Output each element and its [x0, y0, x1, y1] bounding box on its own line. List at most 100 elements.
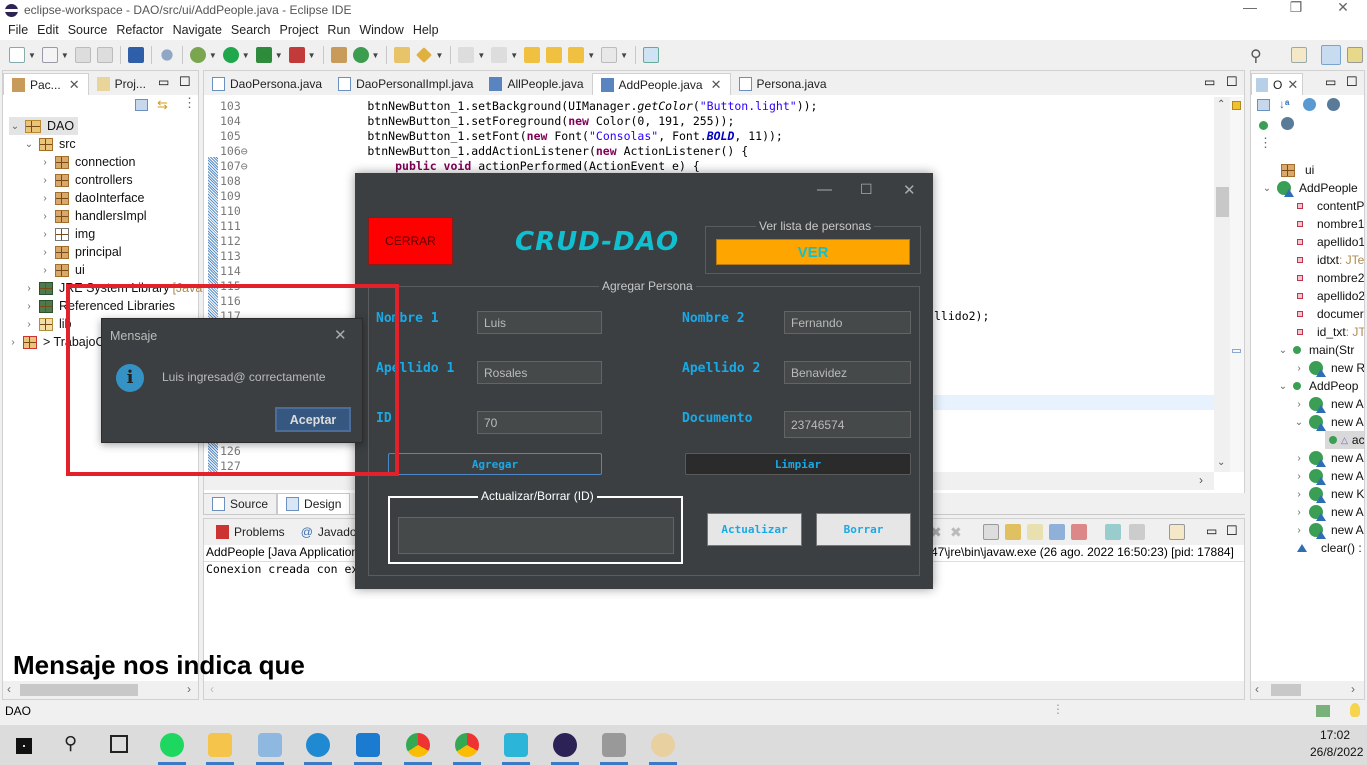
outline-item[interactable]: contentP	[1297, 197, 1364, 215]
vertical-scrollbar[interactable]: ⌃ ⌄	[1214, 97, 1230, 472]
cerrar-button[interactable]: CERRAR	[368, 217, 453, 265]
back-icon[interactable]	[568, 47, 585, 63]
close-tab-icon[interactable]: ✕	[68, 76, 80, 92]
search-taskbar-icon[interactable]: ⚲	[64, 733, 78, 753]
occurrence-marker[interactable]	[1232, 349, 1241, 353]
tab-outline[interactable]: O ✕	[1251, 73, 1304, 95]
outline-item[interactable]: clear() : v	[1297, 539, 1364, 557]
menu-refactor[interactable]: Refactor	[116, 23, 164, 37]
prev-annotation-icon[interactable]	[491, 47, 508, 63]
menu-help[interactable]: Help	[412, 23, 439, 37]
tab-persona[interactable]: Persona.java	[731, 73, 835, 95]
show-stderr-icon[interactable]	[1071, 524, 1087, 540]
scroll-lock-icon[interactable]	[1005, 524, 1021, 540]
menu-search[interactable]: Search	[230, 23, 271, 37]
close-window-button[interactable]: ✕	[1337, 0, 1349, 15]
dialog-close-button[interactable]: ✕	[334, 327, 347, 344]
hide-local-types-icon[interactable]	[1281, 117, 1294, 130]
menu-window[interactable]: Window	[359, 23, 404, 37]
chrome-profile-icon[interactable]	[455, 733, 479, 757]
scrollbar-thumb[interactable]	[1216, 187, 1229, 217]
tab-daopersona[interactable]: DaoPersona.java	[204, 73, 330, 95]
new-file-icon[interactable]	[41, 47, 58, 63]
eclipse-taskbar-icon[interactable]	[553, 733, 577, 757]
paint-icon[interactable]	[651, 733, 675, 757]
hide-fields-icon[interactable]	[1303, 98, 1316, 111]
open-console-icon[interactable]	[1169, 524, 1185, 540]
view-menu-icon[interactable]: ⋮	[183, 95, 196, 110]
task-view-icon[interactable]	[110, 735, 128, 753]
horizontal-scrollbar[interactable]: ‹ ›	[3, 681, 198, 699]
run-icon[interactable]	[222, 47, 239, 63]
new-class-icon[interactable]	[352, 47, 369, 63]
outline-item[interactable]: ›new R	[1297, 361, 1365, 377]
ver-button[interactable]: VER	[716, 239, 910, 265]
minimize-button[interactable]: —	[1243, 0, 1257, 15]
outline-item[interactable]: nombre2	[1297, 269, 1364, 287]
clear-console-icon[interactable]	[983, 524, 999, 540]
new-icon[interactable]	[9, 47, 25, 63]
tree-item-principal[interactable]: › principal	[39, 243, 121, 261]
limpiar-button[interactable]: Limpiar	[685, 453, 911, 475]
save-all-icon[interactable]	[96, 47, 113, 63]
forward-edit-icon[interactable]	[546, 47, 563, 63]
save-icon[interactable]	[74, 47, 91, 63]
search-tool-icon[interactable]	[416, 47, 433, 63]
open-type-icon[interactable]	[394, 47, 411, 63]
display-console-icon[interactable]	[1129, 524, 1145, 540]
apellido1-input[interactable]: Rosales	[477, 361, 602, 384]
java-perspective-icon[interactable]	[1321, 45, 1341, 65]
outline-item[interactable]: id_txt : JT	[1297, 323, 1364, 341]
last-edit-icon[interactable]	[524, 47, 541, 63]
agregar-button[interactable]: Agregar	[388, 453, 602, 475]
outline-item[interactable]: ›new K	[1297, 487, 1365, 503]
tree-item-jre[interactable]: › JRE System Library [JavaSE	[23, 279, 219, 297]
pin-console-icon[interactable]	[1105, 524, 1121, 540]
search-icon[interactable]: ⚲	[1250, 48, 1262, 65]
menu-source[interactable]: Source	[67, 23, 108, 37]
nombre1-input[interactable]: Luis	[477, 311, 602, 334]
tree-item-src[interactable]: ⌄ src	[24, 137, 76, 151]
forward-icon[interactable]	[601, 47, 618, 63]
id-input[interactable]: 70	[477, 411, 602, 434]
debug-icon[interactable]	[189, 47, 206, 63]
outline-item[interactable]: documer	[1297, 305, 1364, 323]
borrar-button[interactable]: Borrar	[816, 513, 911, 546]
app-close-button[interactable]: ✕	[903, 182, 916, 199]
actualizar-button[interactable]: Actualizar	[707, 513, 802, 546]
tree-item-ui[interactable]: › ui	[39, 261, 84, 279]
outline-item[interactable]: ›new A	[1297, 505, 1364, 521]
maximize-outline-icon[interactable]: ☐	[1346, 74, 1358, 89]
scrollbar-thumb[interactable]	[20, 684, 138, 696]
tab-javadoc[interactable]: @Javadoc	[300, 525, 363, 539]
webstorm-icon[interactable]	[504, 733, 528, 757]
tab-package-explorer[interactable]: Pac... ✕	[3, 73, 89, 95]
menu-file[interactable]: File	[8, 23, 29, 37]
menu-edit[interactable]: Edit	[37, 23, 59, 37]
tree-item-controllers[interactable]: › controllers	[39, 171, 132, 189]
minimize-console-icon[interactable]: ▭	[1206, 524, 1218, 538]
maximize-console-icon[interactable]: ☐	[1226, 523, 1238, 538]
outline-item[interactable]: ›new A	[1297, 451, 1364, 467]
spotify-icon[interactable]	[160, 733, 184, 757]
maximize-editor-icon[interactable]: ☐	[1226, 74, 1238, 89]
menu-project[interactable]: Project	[279, 23, 319, 37]
tab-problems[interactable]: Problems	[208, 521, 293, 543]
documento-input[interactable]: 23746574	[784, 411, 911, 438]
sort-icon[interactable]: ↓ᵃ	[1279, 97, 1290, 111]
edge-icon[interactable]	[306, 733, 330, 757]
hide-static-icon[interactable]	[1327, 98, 1340, 111]
collapse-all-icon[interactable]	[135, 99, 148, 111]
minimize-outline-icon[interactable]: ▭	[1325, 75, 1337, 89]
tips-lightbulb-icon[interactable]	[1350, 703, 1360, 717]
close-tab-icon[interactable]: ✕	[1287, 76, 1299, 92]
media-app-icon[interactable]	[258, 733, 282, 757]
tree-item-daointerface[interactable]: › daoInterface	[39, 189, 144, 207]
tab-source[interactable]: Source	[203, 493, 278, 515]
pin-editor-icon[interactable]	[643, 47, 660, 63]
outline-item[interactable]: apellido2	[1297, 287, 1364, 305]
tab-daopersonalimpl[interactable]: DaoPersonalImpl.java	[330, 73, 481, 95]
outline-item[interactable]: ›new A	[1297, 397, 1364, 413]
id-update-input[interactable]	[398, 517, 674, 554]
error-log-icon[interactable]	[1316, 705, 1330, 717]
